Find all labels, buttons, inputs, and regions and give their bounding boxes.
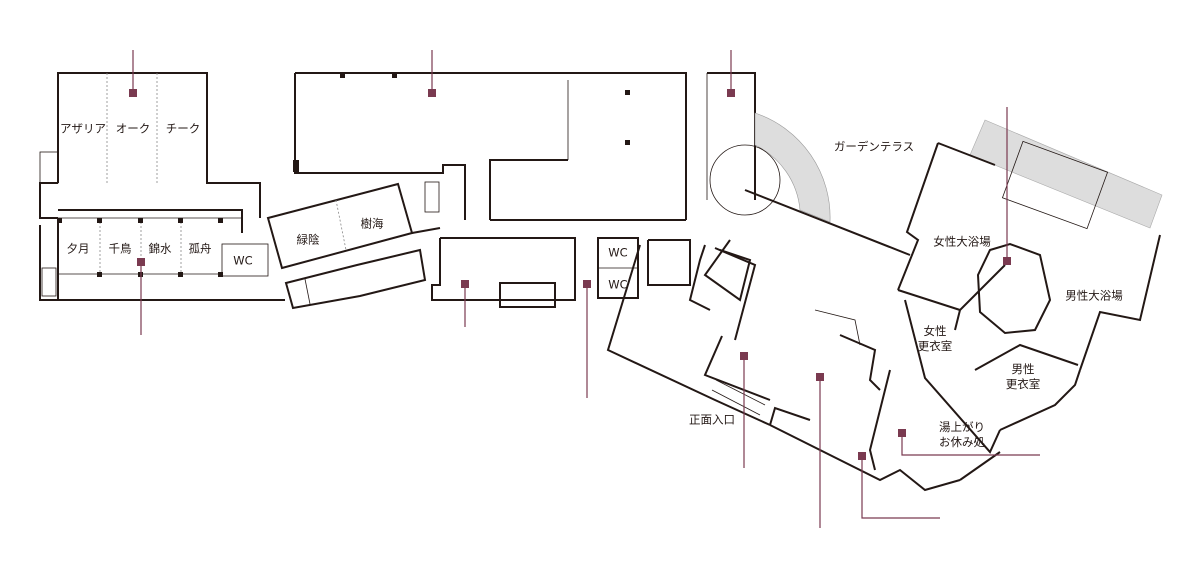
marker [461,280,469,288]
room-label-womens-bath: 女性大浴場 [933,234,991,249]
markers [129,50,1040,528]
marker [858,452,866,460]
room-label-ryokuin: 緑陰 [296,232,320,247]
garden-terrace [703,112,911,302]
lobby-walls [606,244,961,492]
area-label-rest-area: 湯上がりお休み処 [939,420,985,450]
label-line: 湯上がり [939,420,985,434]
wc-label-center-1: WC [608,245,628,260]
marker [1003,257,1011,265]
room-label-kinsui: 錦水 [148,241,172,256]
center-west-walls [266,181,441,310]
room-label-yuzuki: 夕月 [66,241,90,256]
area-label-main-entrance: 正面入口 [689,412,735,427]
wc-label-center-2: WC [608,277,628,292]
room-label-mens-changing: 男性更衣室 [1006,362,1041,392]
center-lower-walls [431,237,691,308]
label-line: 更衣室 [917,339,953,353]
room-label-teak: チーク [165,121,201,136]
label-line: 男性 [1011,362,1035,376]
bath-wing-walls [897,119,1163,481]
room-label-koshu: 孤舟 [188,241,212,256]
marker [428,89,436,97]
marker [129,89,137,97]
room-label-womens-changing: 女性更衣室 [918,324,953,354]
room-label-mens-bath: 男性大浴場 [1065,288,1123,303]
label-line: お休み処 [939,435,985,449]
west-wing-walls [39,72,285,301]
room-label-oak: オーク [115,121,151,136]
room-label-jukai: 樹海 [360,216,384,231]
marker [740,352,748,360]
wc-label-west: WC [233,253,253,268]
marker [816,373,824,381]
marker [898,429,906,437]
area-label-garden-terrace: ガーデンテラス [833,139,915,154]
label-line: 更衣室 [1005,377,1041,391]
marker [583,280,591,288]
grand-hall-walls [293,72,756,221]
label-line: 女性 [923,324,947,338]
room-label-azalea: アザリア [60,121,106,136]
room-label-chidori: 千鳥 [108,241,132,256]
marker [137,258,145,266]
marker [727,89,735,97]
